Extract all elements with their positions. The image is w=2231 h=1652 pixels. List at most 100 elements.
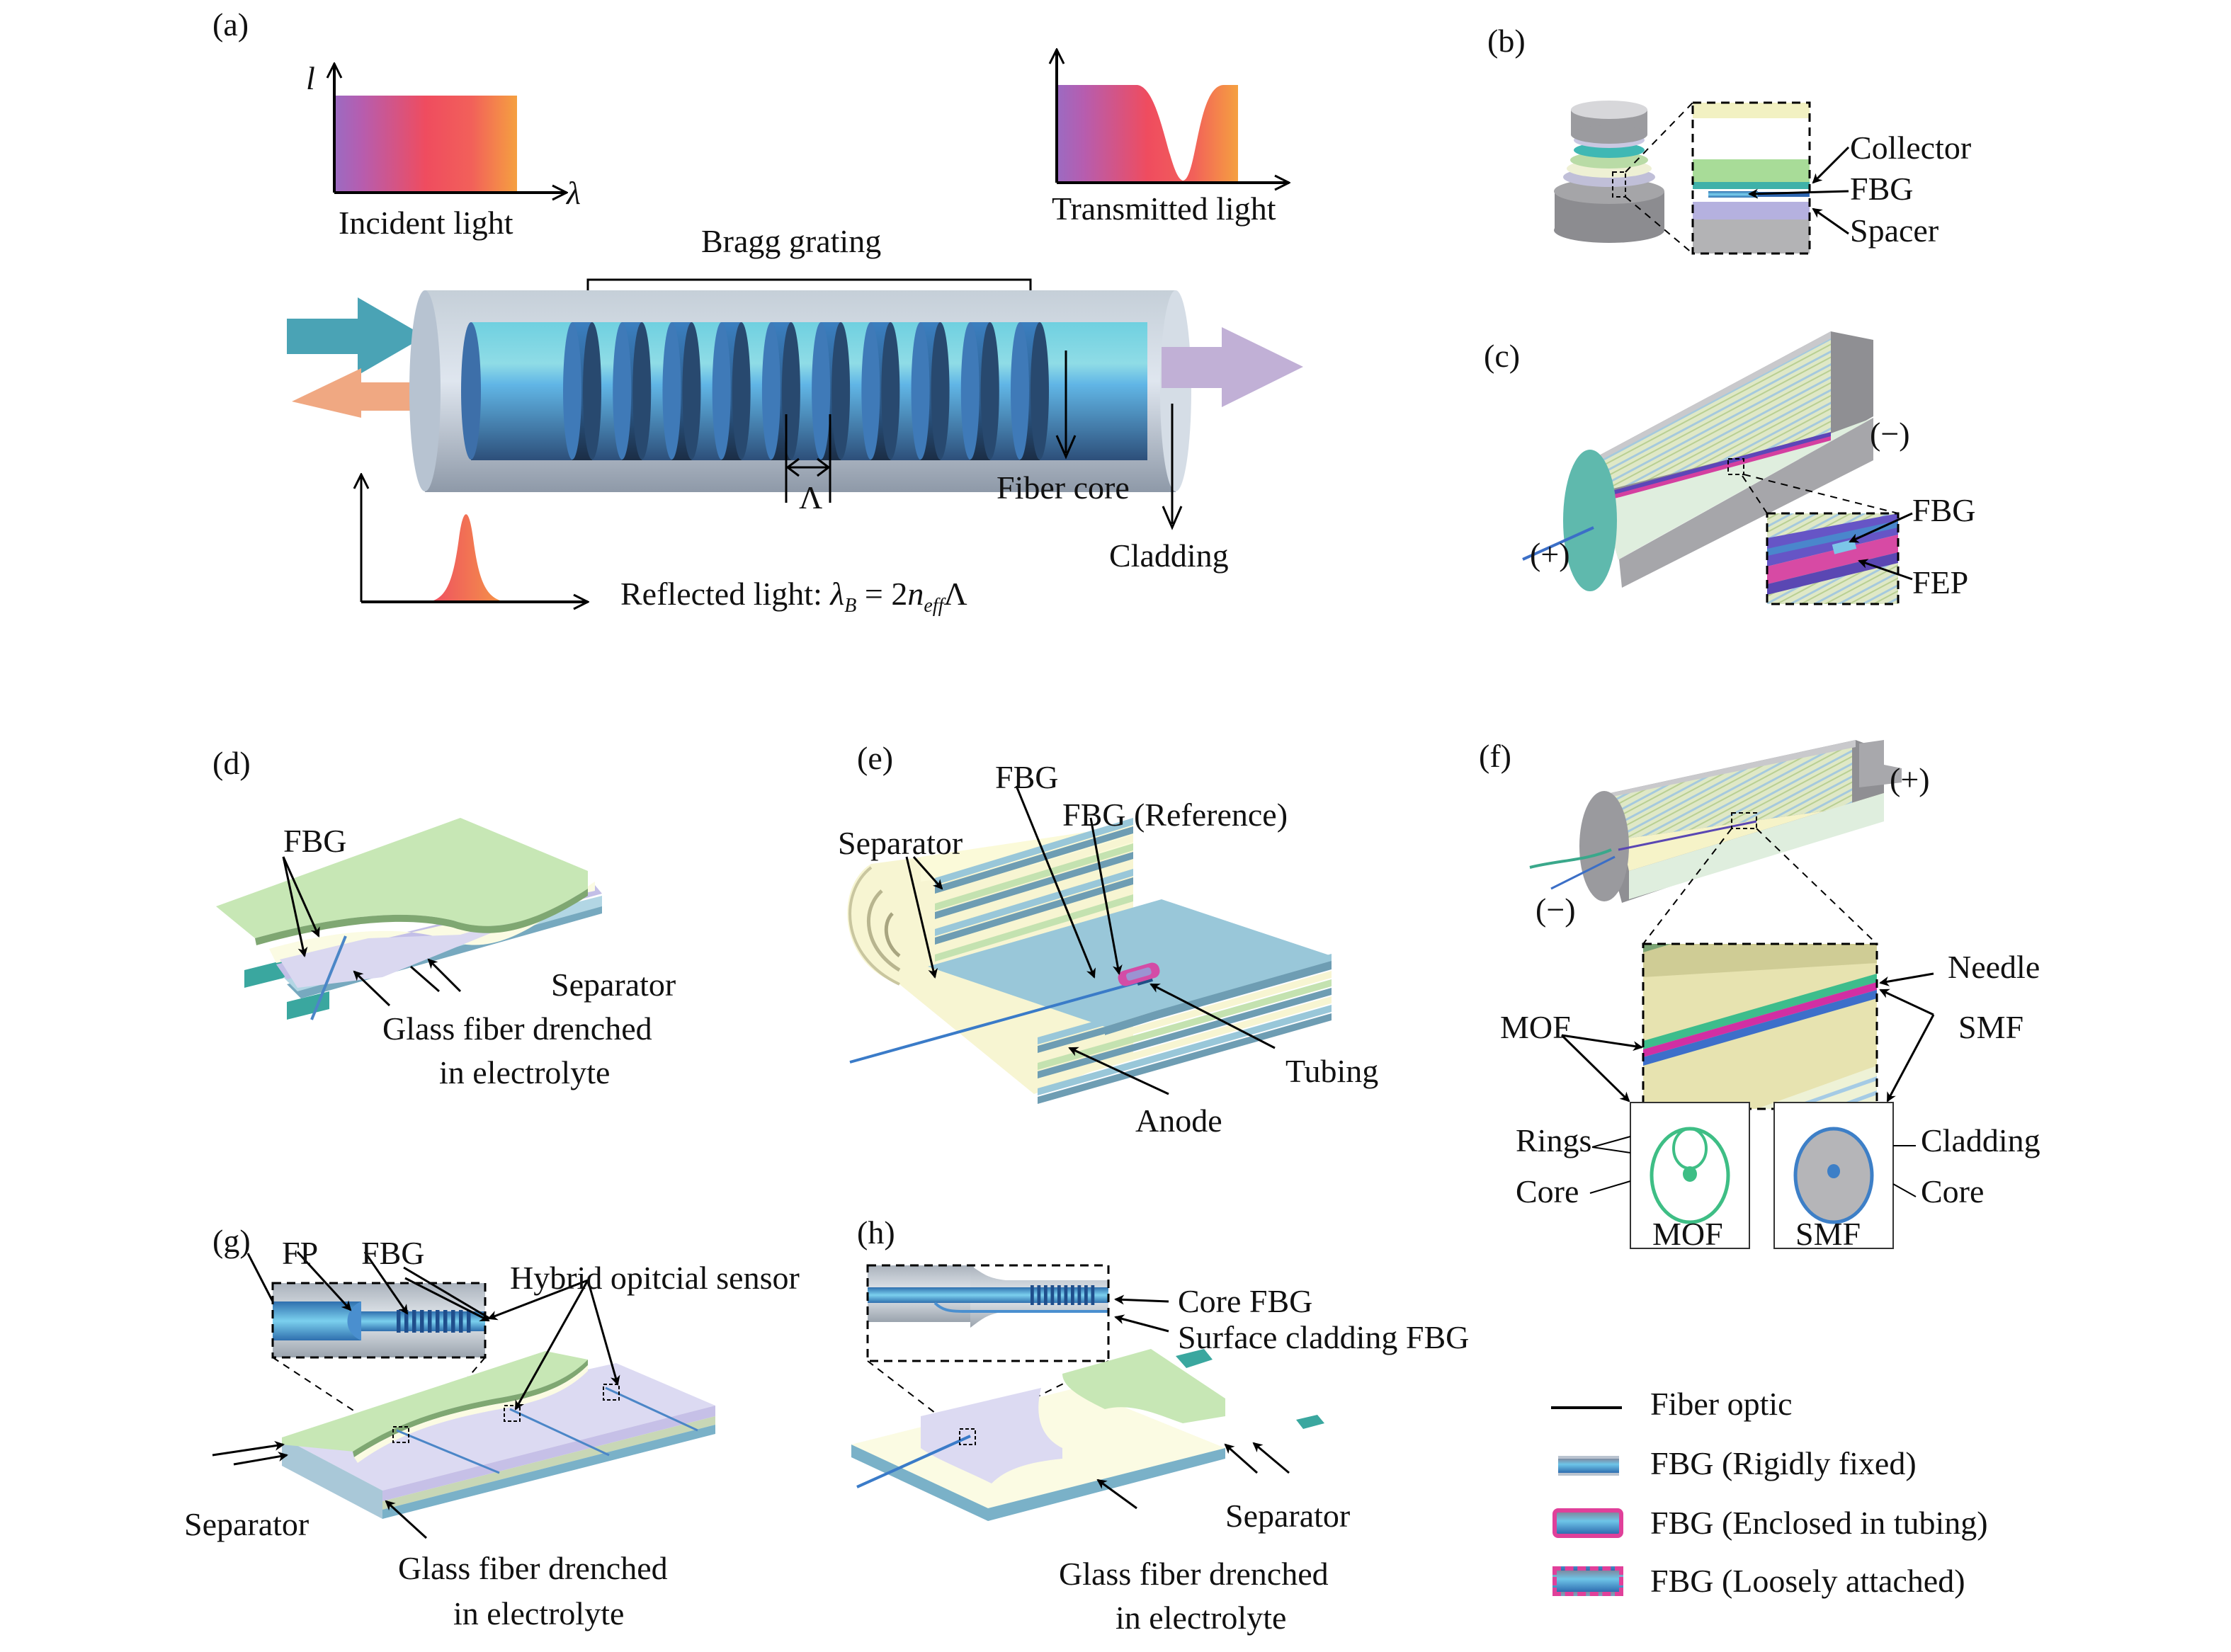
bragg-grating-label: Bragg grating — [701, 223, 882, 259]
fp-label: FP — [282, 1235, 319, 1271]
panel-g-zoom-box — [271, 1282, 487, 1440]
electrode-layer — [935, 818, 1133, 885]
grating-line — [443, 1310, 448, 1333]
fbg-rigid-icon — [1558, 1456, 1619, 1476]
electrode-layer — [935, 860, 1133, 928]
bragg-grating-bracket — [586, 278, 1032, 290]
panel-e-pointers — [905, 785, 1276, 1095]
grating-ring-edge — [980, 322, 999, 460]
electrode-layer — [935, 886, 1133, 953]
pouch-cell-d — [216, 818, 602, 1020]
incident-light-label: Incident light — [339, 205, 513, 241]
pouch-cell-h — [851, 1349, 1324, 1521]
surface-cladding-fbg-label: Surface cladding FBG — [1178, 1319, 1470, 1355]
grating-line — [1037, 1285, 1041, 1305]
electrode-layer — [1038, 996, 1332, 1087]
coin-cell — [1554, 101, 1664, 243]
electrode-layer — [1038, 954, 1332, 1044]
separator-label-d: Separator — [551, 967, 676, 1003]
grating-rings — [563, 322, 1049, 460]
panel-label-d: (d) — [212, 745, 251, 781]
grating-period-symbol: Λ — [943, 576, 967, 612]
legend-label-fbg-rigid: FBG (Rigidly fixed) — [1650, 1445, 1917, 1481]
cylindrical-cell-f — [1529, 740, 1902, 945]
positive-terminal-label-f: (+) — [1890, 761, 1930, 797]
grating-line — [1057, 1285, 1061, 1305]
cylindrical-cell-c — [1522, 331, 1899, 591]
grating-ring-edge — [1031, 322, 1049, 460]
mof-caption: MOF — [1652, 1216, 1723, 1252]
fbg-reference-label: FBG (Reference) — [1062, 797, 1288, 833]
positive-terminal-label-c: (+) — [1530, 536, 1570, 572]
separator-label-h: Separator — [1225, 1498, 1351, 1534]
panel-a-reflected-spectrum — [361, 474, 588, 602]
electrode-layer — [935, 835, 1133, 902]
legend-label-fbg-loose: FBG (Loosely attached) — [1650, 1563, 1965, 1599]
panel-f-zoom-box — [1560, 942, 1935, 1110]
grating-ring-face — [911, 322, 930, 460]
grating-line — [451, 1310, 455, 1333]
grating-ring-edge — [931, 322, 950, 460]
panel-g-bottom-pointers — [212, 1440, 428, 1539]
grating-line — [397, 1310, 401, 1333]
smf-cross-section — [1773, 1102, 1917, 1249]
glass-fiber-label-g-line1: Glass fiber drenched — [398, 1550, 668, 1586]
electrode-layer — [935, 852, 1133, 919]
panel-g-pointers — [246, 1251, 490, 1322]
grating-ring-face — [662, 322, 681, 460]
grating-ring-face — [563, 322, 581, 460]
wavelength-axis-label: λ — [567, 175, 581, 211]
glass-fiber-label-h-line1: Glass fiber drenched — [1059, 1556, 1329, 1592]
grating-line — [1084, 1285, 1088, 1305]
grating-ring-edge — [682, 322, 701, 460]
panel-label-f: (f) — [1479, 738, 1511, 774]
electrode-layer — [1038, 1013, 1332, 1104]
grating-ring-face — [861, 322, 880, 460]
tubing-label: Tubing — [1285, 1053, 1379, 1089]
panel-a-incident-spectrum — [334, 64, 567, 193]
grating-ring-face — [1011, 322, 1029, 460]
panel-label-c: (c) — [1484, 338, 1521, 374]
anode-label: Anode — [1135, 1103, 1222, 1139]
negative-terminal-label-f: (−) — [1535, 891, 1576, 928]
glass-fiber-label-g-line2: in electrolyte — [453, 1595, 625, 1631]
electrode-layer — [935, 869, 1133, 936]
legend-label-fbg-tubing: FBG (Enclosed in tubing) — [1650, 1505, 1988, 1541]
grating-line — [1050, 1285, 1055, 1305]
grating-ring-edge — [632, 322, 652, 460]
transmitted-light-label: Transmitted light — [1052, 190, 1276, 227]
electrode-layer — [1038, 988, 1332, 1078]
grating-ring-edge — [881, 322, 900, 460]
separator-label-g: Separator — [184, 1506, 310, 1542]
grating-ring-edge — [732, 322, 751, 460]
effective-index-symbol: n — [907, 576, 924, 612]
electrode-layer — [935, 877, 1133, 945]
cladding-label: Cladding — [1109, 537, 1229, 574]
grating-ring-face — [812, 322, 831, 460]
fep-label: FEP — [1912, 564, 1969, 600]
incident-arrow — [287, 297, 425, 375]
mof-cross-section — [1589, 1102, 1750, 1249]
grating-ring-edge — [583, 322, 601, 460]
electrode-layer — [1038, 962, 1332, 1053]
grating-line — [1044, 1285, 1048, 1305]
smf-cladding-label: Cladding — [1921, 1122, 2040, 1158]
bragg-wavelength-subscript: B — [844, 595, 857, 617]
smf-core-label: Core — [1921, 1173, 1985, 1209]
grating-ring-edge — [781, 322, 800, 460]
bragg-wavelength-symbol: λ — [830, 576, 845, 612]
electrode-layer — [935, 894, 1133, 962]
collector-label: Collector — [1850, 130, 1972, 166]
fiber-optic-line-icon — [1551, 1406, 1622, 1409]
fbg-tubing-icon — [1552, 1508, 1623, 1538]
fiber-core-label: Fiber core — [997, 469, 1130, 506]
grating-line — [436, 1310, 440, 1333]
grating-line — [1071, 1285, 1074, 1305]
fbg-loose-icon — [1552, 1566, 1623, 1596]
grating-line — [428, 1310, 432, 1333]
glass-fiber-label-h-line2: in electrolyte — [1116, 1600, 1287, 1636]
glass-fiber-label-d-line1: Glass fiber drenched — [382, 1010, 652, 1047]
period-marker — [785, 414, 831, 503]
electrode-layer — [935, 843, 1133, 911]
